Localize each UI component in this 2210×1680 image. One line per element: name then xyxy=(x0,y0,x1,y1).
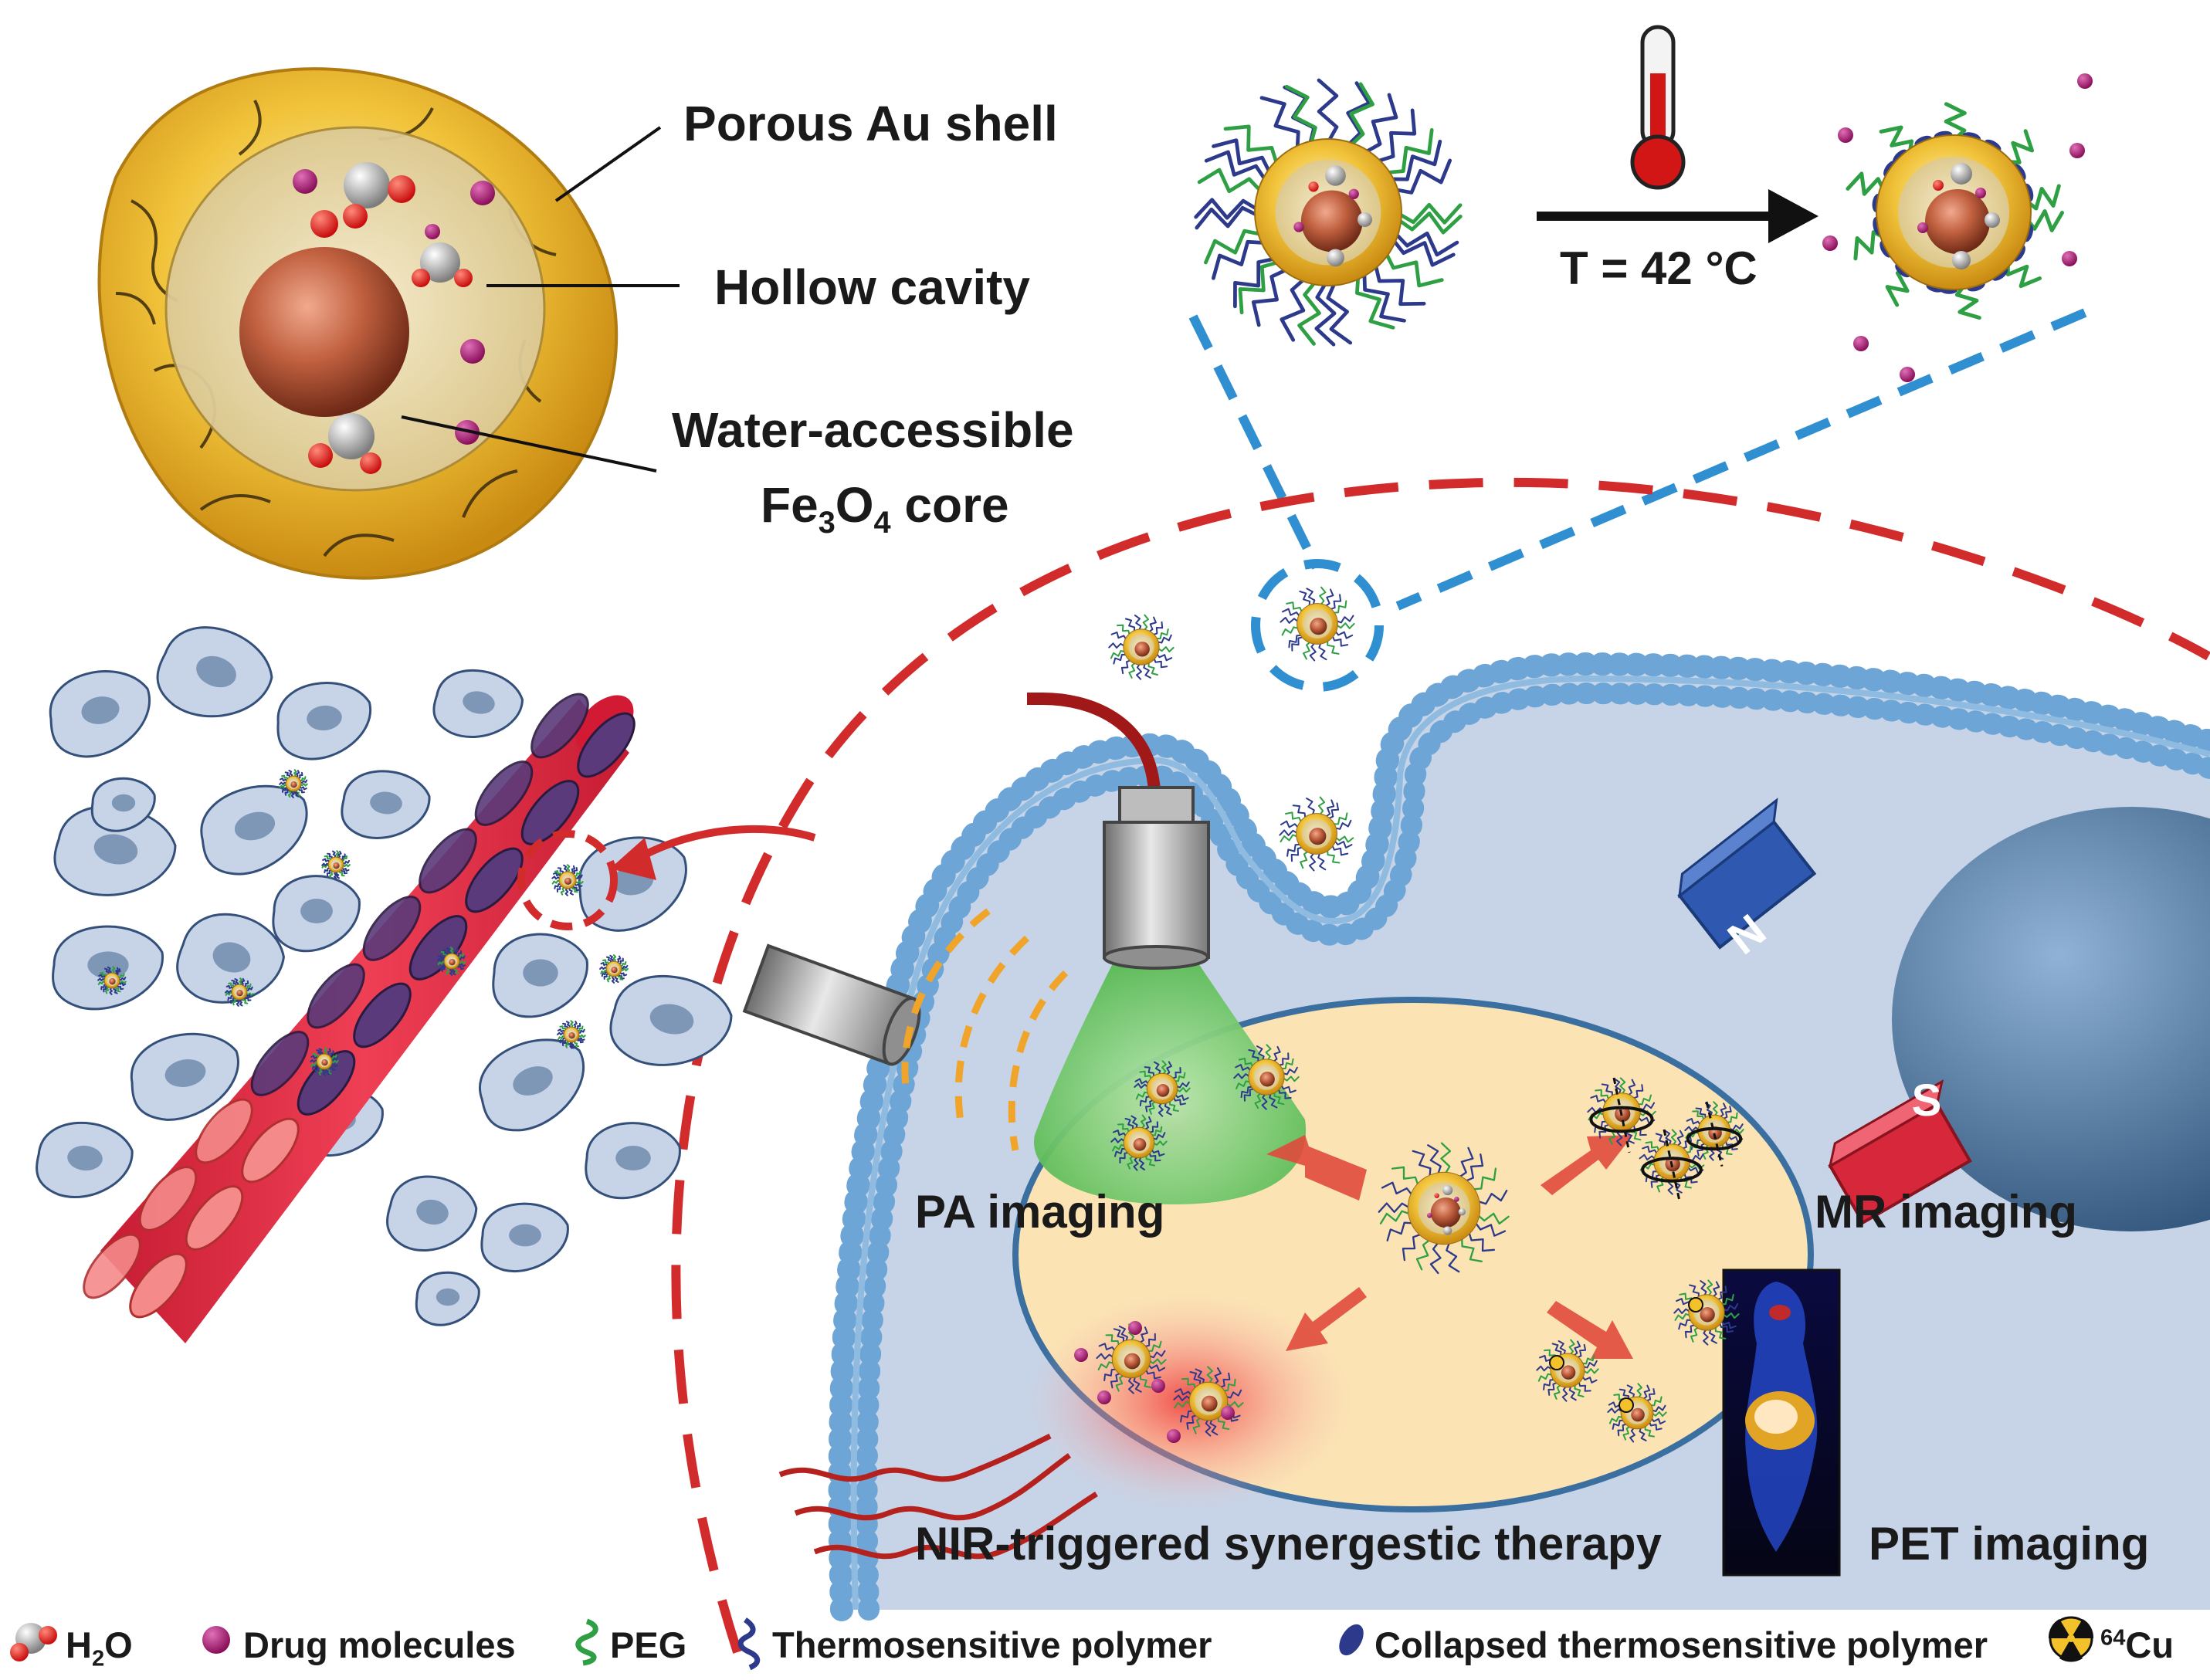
legend-peg-icon xyxy=(575,1618,598,1666)
magnet-south xyxy=(1828,1079,1972,1225)
polymer-nanoparticle-before xyxy=(1194,78,1463,347)
legend-icons xyxy=(10,1616,2094,1671)
core-word: core xyxy=(890,477,1009,533)
polymer-nanoparticle-after xyxy=(1822,73,2093,382)
small-nanoparticles xyxy=(97,586,1744,1443)
mr-imaging-label: MR imaging xyxy=(1815,1186,2077,1238)
legend-water-icon xyxy=(10,1623,57,1661)
core-sub4: 4 xyxy=(873,505,891,540)
large-nanoparticle xyxy=(97,67,680,580)
legend-thermo: Thermosensitive polymer xyxy=(772,1624,1212,1665)
tumor-tissue xyxy=(36,626,733,1326)
water-molecules xyxy=(308,162,473,474)
legend-thermo-icon xyxy=(737,1617,761,1671)
hollow-cavity-label: Hollow cavity xyxy=(714,259,1030,315)
magnet-s-label: S xyxy=(1912,1075,1942,1126)
zoom-region-boundary xyxy=(671,477,2210,1654)
zoom-source-marker xyxy=(517,825,816,930)
core-o-text: O xyxy=(835,477,874,533)
core-label-line2: Fe3O4 core xyxy=(761,480,1009,538)
pa-imaging-label: PA imaging xyxy=(915,1186,1165,1238)
mode-arrows xyxy=(1266,1135,1633,1359)
porous-shell-label: Porous Au shell xyxy=(683,96,1058,151)
nir-waves xyxy=(778,1433,1098,1560)
core-sub3: 3 xyxy=(818,505,836,540)
legend-h2o: H2O xyxy=(66,1624,133,1672)
legend-h2o-h: H xyxy=(66,1624,92,1665)
core-label-line1: Water-accessible xyxy=(672,402,1074,458)
legend: H2O Drug molecules PEG Thermosensitive p… xyxy=(0,1610,2210,1676)
legend-h2o-sub: 2 xyxy=(91,1646,105,1672)
legend-peg: PEG xyxy=(610,1624,687,1665)
blood-vessel xyxy=(83,693,636,1343)
magnet-north xyxy=(1677,798,1817,950)
legend-collapsed-icon xyxy=(1339,1624,1364,1656)
heating-arrow xyxy=(1537,189,1819,243)
core-fe-text: Fe xyxy=(761,477,819,533)
legend-radioactive-icon xyxy=(2048,1616,2094,1662)
thermometer-icon xyxy=(1630,25,1686,190)
nir-therapy-label: NIR-triggered synergestic therapy xyxy=(915,1518,1662,1570)
temperature-label: T = 42 °C xyxy=(1560,242,1757,294)
legend-drug: Drug molecules xyxy=(243,1624,516,1665)
legend-h2o-o: O xyxy=(104,1624,133,1665)
legend-cu-sup: 64 xyxy=(2100,1625,2126,1651)
pet-scan-image xyxy=(1722,1268,1841,1577)
pet-imaging-label: PET imaging xyxy=(1869,1518,2150,1570)
legend-cu-text: Cu xyxy=(2125,1624,2174,1665)
legend-cu: 64Cu xyxy=(2100,1624,2174,1666)
legend-drug-icon xyxy=(202,1626,230,1654)
legend-collapsed: Collapsed thermosensitive polymer xyxy=(1374,1624,1988,1665)
zoom-connector-lines xyxy=(1188,308,2087,692)
